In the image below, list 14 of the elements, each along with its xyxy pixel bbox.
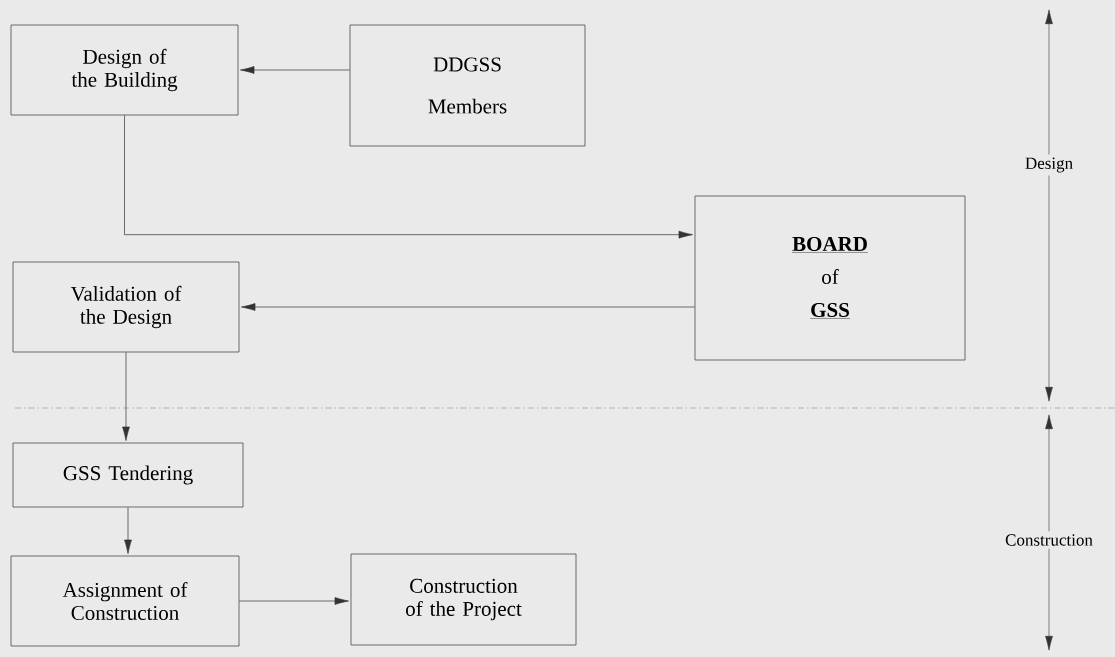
arrow — [122, 352, 130, 441]
arrow — [124, 507, 132, 554]
process-box: Construction of the Project — [350, 553, 577, 646]
process-box: Validation of the Design — [12, 261, 240, 353]
arrow — [239, 597, 349, 605]
process-box: Design of the Building — [10, 24, 239, 116]
arrow — [240, 66, 350, 74]
process-box: GSS Tendering — [12, 442, 244, 508]
process-box: DDGSS Members — [349, 24, 586, 147]
arrow — [124, 115, 693, 239]
process-box: Assignment of Construction — [10, 555, 240, 647]
phase-label: Construction — [1002, 531, 1096, 549]
process-box: BOARD of GSS — [694, 195, 966, 361]
arrow — [241, 303, 695, 311]
